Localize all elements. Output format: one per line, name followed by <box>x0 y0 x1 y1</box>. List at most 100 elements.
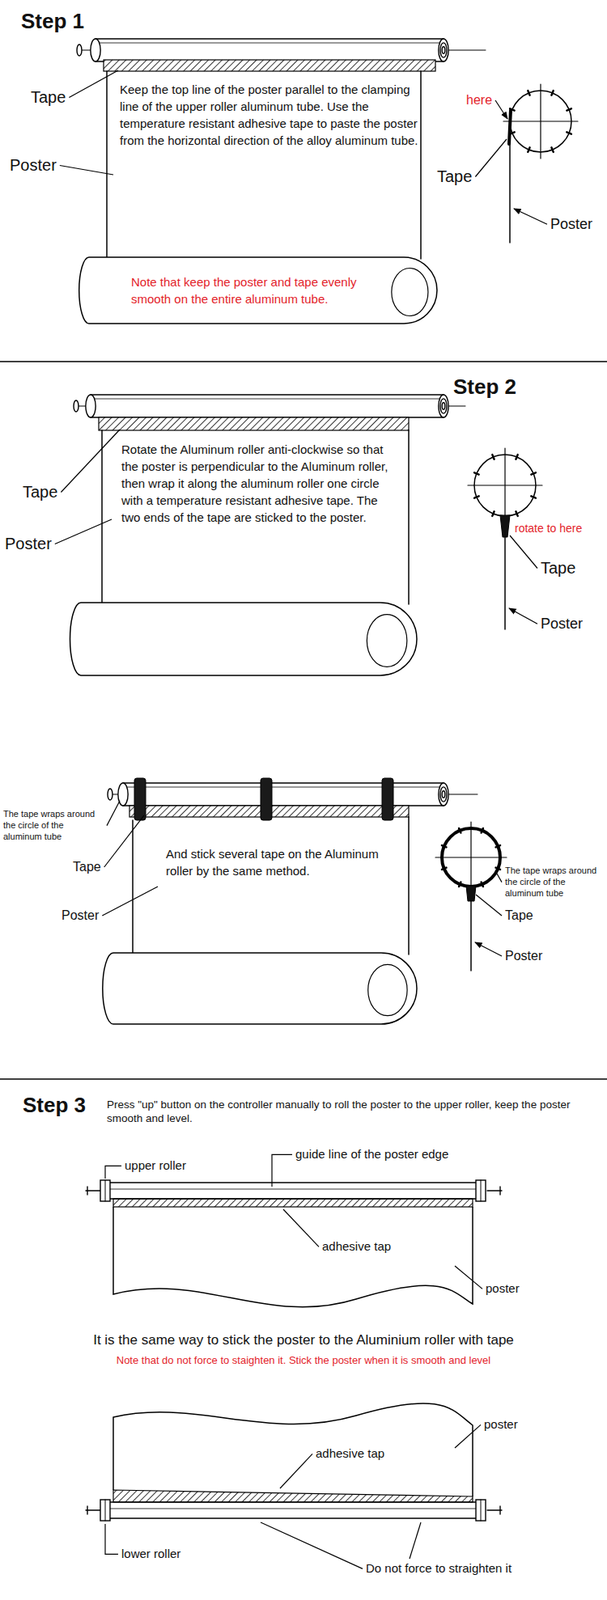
end-nut <box>475 1500 486 1522</box>
roller-section <box>474 454 536 517</box>
roller-end-ring <box>440 787 447 803</box>
roller-edge <box>95 38 444 40</box>
warning-note: Note that do not force to staighten it. … <box>0 1354 607 1368</box>
leader-line <box>101 887 158 917</box>
label-box: Poster <box>505 948 543 965</box>
step-heading: Step 1 <box>21 8 85 35</box>
part-label: Poster <box>4 534 52 555</box>
label-box: Note that do not force to staighten it. … <box>0 1354 607 1368</box>
poster-edge <box>407 817 410 956</box>
tape-strip <box>500 515 510 538</box>
leader-line <box>105 1524 119 1555</box>
roller-body <box>95 38 444 62</box>
axle-end <box>499 1506 501 1516</box>
roller-end-ring <box>441 46 446 54</box>
axle-cap <box>107 789 113 801</box>
poster-roll <box>79 257 438 324</box>
tape-band <box>113 1199 473 1208</box>
part-label: Tape <box>505 908 534 925</box>
leader-line <box>475 942 502 957</box>
part-label: Poster <box>540 615 583 634</box>
section-tick <box>495 868 501 871</box>
leader-line <box>454 1425 481 1449</box>
roller-end <box>90 38 101 62</box>
section-tick <box>566 108 572 111</box>
poster-edge <box>420 71 422 259</box>
section-tick <box>441 845 447 848</box>
label-box: Tape <box>72 859 102 876</box>
section-tick <box>458 828 461 834</box>
instruction-text: Press "up" button on the controller manu… <box>106 1099 593 1127</box>
leader-line <box>454 1266 483 1290</box>
axle-end <box>499 1187 501 1196</box>
label-box: Tape <box>437 166 472 187</box>
leader-line <box>495 100 508 119</box>
leader-line <box>280 1454 313 1490</box>
roller-edge <box>110 1198 476 1201</box>
label-box: guide line of the poster edge <box>295 1147 449 1164</box>
part-label: lower roller <box>121 1547 181 1563</box>
section-tick <box>495 845 501 848</box>
poster-sheet <box>113 1207 473 1308</box>
leader-line <box>271 1154 293 1188</box>
roll-curl <box>391 267 429 316</box>
roller-end-ring <box>440 42 447 58</box>
roll-curl <box>366 615 408 668</box>
axis-line <box>504 448 506 523</box>
roller-end <box>85 394 96 418</box>
part-label: Tape <box>72 859 102 876</box>
step-heading: Step 2 <box>453 373 517 401</box>
part-label: poster <box>485 1281 520 1298</box>
label-box: upper roller <box>124 1158 187 1175</box>
label-box: The tape wraps around the circle of the … <box>3 809 104 843</box>
label-box: rotate to here <box>514 522 582 537</box>
part-label: Tape <box>22 482 58 503</box>
part-label: Poster <box>550 215 593 234</box>
note-text: It is the same way to stick the poster t… <box>0 1332 607 1350</box>
callout-note: The tape wraps around the circle of the … <box>3 809 104 843</box>
poster-edge <box>131 820 134 956</box>
roll-curl <box>368 964 408 1016</box>
nut-edge <box>105 1180 107 1202</box>
label-box: Step 2 <box>453 373 517 401</box>
leader-line <box>509 608 538 624</box>
section-tick <box>458 882 461 888</box>
instruction-text: Keep the top line of the poster parallel… <box>119 80 421 149</box>
section-tick <box>474 472 480 475</box>
nut-edge <box>480 1500 482 1522</box>
roller-end <box>438 783 449 807</box>
label-box: Tape <box>505 908 534 925</box>
part-label: guide line of the poster edge <box>295 1147 449 1164</box>
label-box: poster <box>485 1281 520 1298</box>
part-label: upper roller <box>124 1158 187 1175</box>
roller-end <box>438 394 449 418</box>
poster-roll <box>102 953 417 1025</box>
label-box: Press "up" button on the controller manu… <box>106 1099 593 1127</box>
axle-cap <box>76 44 82 56</box>
part-label: Tape <box>30 87 66 108</box>
section-tick <box>515 454 518 460</box>
section-tick <box>492 511 494 517</box>
poster-edge <box>407 430 410 605</box>
leader-line <box>409 1523 421 1560</box>
roller-edge <box>110 1182 476 1185</box>
label-box: It is the same way to stick the poster t… <box>0 1332 607 1350</box>
leader-line <box>106 801 120 827</box>
part-label: adhesive tap <box>322 1239 391 1256</box>
roller-body <box>123 783 444 807</box>
label-box: Poster <box>4 534 52 555</box>
roller-highlight <box>123 787 444 789</box>
section-tick <box>530 472 536 475</box>
leader-line <box>104 815 145 868</box>
axis-line <box>470 822 472 894</box>
roller-edge <box>123 782 444 785</box>
roller-section <box>509 90 572 153</box>
section-tick <box>515 511 518 517</box>
nut-edge <box>105 1500 107 1522</box>
label-box: poster <box>483 1417 518 1434</box>
part-label: Tape <box>540 558 576 579</box>
label-box: lower roller <box>121 1547 181 1563</box>
instruction-text: Rotate the Aluminum roller anti-clockwis… <box>121 441 393 527</box>
poster-edge <box>101 430 103 605</box>
roller-end-ring <box>441 791 446 799</box>
